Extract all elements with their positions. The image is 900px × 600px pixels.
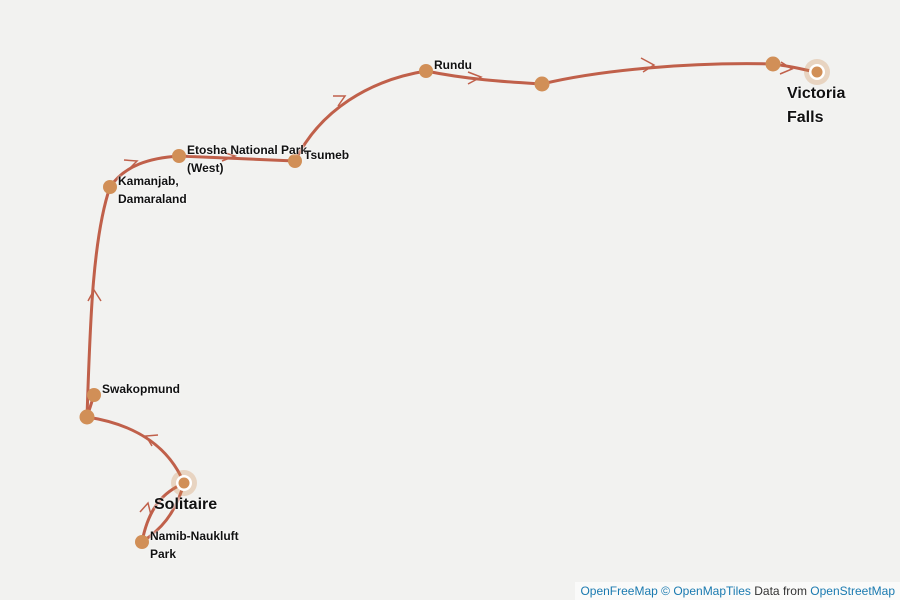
stop-junction[interactable] xyxy=(79,409,95,425)
stop-markers[interactable] xyxy=(79,56,781,550)
stop-etosha[interactable] xyxy=(172,149,186,163)
stop-swakopmund[interactable] xyxy=(87,388,101,402)
stop-kamanjab[interactable] xyxy=(103,180,117,194)
label-namib-line2: Park xyxy=(150,547,177,561)
label-namib-line1: Namib-Naukluft xyxy=(150,529,239,543)
stop-unnamed-1[interactable] xyxy=(534,76,550,92)
label-solitaire: Solitaire xyxy=(154,496,218,513)
label-kamanjab-line2: Damaraland xyxy=(118,192,187,206)
route-line xyxy=(85,62,819,544)
attribution-text: Data from xyxy=(750,584,811,598)
map-attribution: OpenFreeMap © OpenMapTiles Data from Ope… xyxy=(575,582,900,600)
label-kamanjab-line1: Kamanjab, xyxy=(118,174,179,188)
endpoint-victoria-falls[interactable] xyxy=(804,59,830,85)
openstreetmap-link[interactable]: OpenStreetMap xyxy=(810,584,895,598)
direction-arrows xyxy=(87,57,794,516)
label-victoria-line1: Victoria xyxy=(787,85,846,102)
label-rundu: Rundu xyxy=(434,58,472,72)
endpoint-solitaire[interactable] xyxy=(171,470,197,496)
label-victoria-line2: Falls xyxy=(787,109,824,126)
stop-rundu[interactable] xyxy=(419,64,433,78)
stop-namib[interactable] xyxy=(135,535,149,549)
label-tsumeb: Tsumeb xyxy=(304,148,350,162)
openmaptiles-link[interactable]: © OpenMapTiles xyxy=(661,584,751,598)
label-swakopmund: Swakopmund xyxy=(102,382,181,396)
label-etosha-line2: (West) xyxy=(187,161,224,175)
stop-tsumeb[interactable] xyxy=(288,154,302,168)
stop-unnamed-2[interactable] xyxy=(765,56,781,72)
label-etosha-line1: Etosha National Park xyxy=(187,143,308,157)
openfreemap-link[interactable]: OpenFreeMap xyxy=(580,584,658,598)
